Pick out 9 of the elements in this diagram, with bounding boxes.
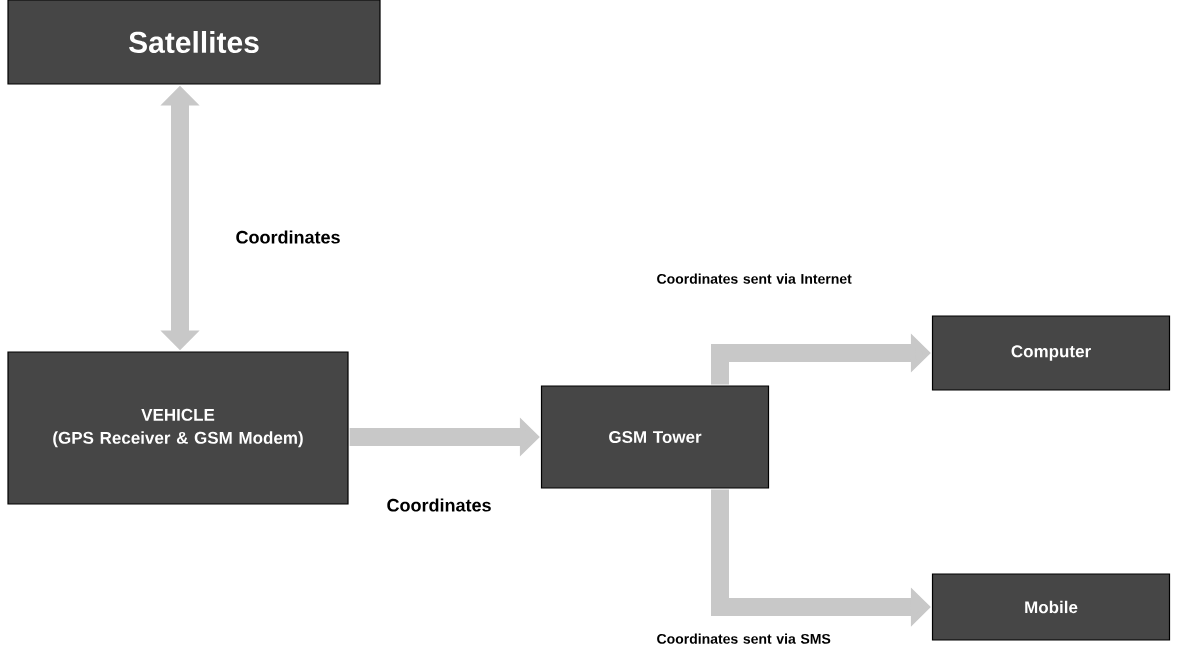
edge-label: Coordinates	[236, 230, 340, 244]
process-box: Computer	[931, 315, 1171, 391]
edge-label: Coordinates	[387, 498, 491, 512]
process-box: Mobile	[931, 573, 1171, 641]
edge-label: Coordinates sent via Internet	[657, 273, 852, 284]
process-box: VEHICLE (GPS Receiver & GSM Modem)	[7, 351, 349, 505]
process-box: Satellites	[7, 0, 381, 85]
edge-label: Coordinates sent via SMS	[657, 633, 831, 644]
process-box: GSM Tower	[540, 385, 770, 489]
